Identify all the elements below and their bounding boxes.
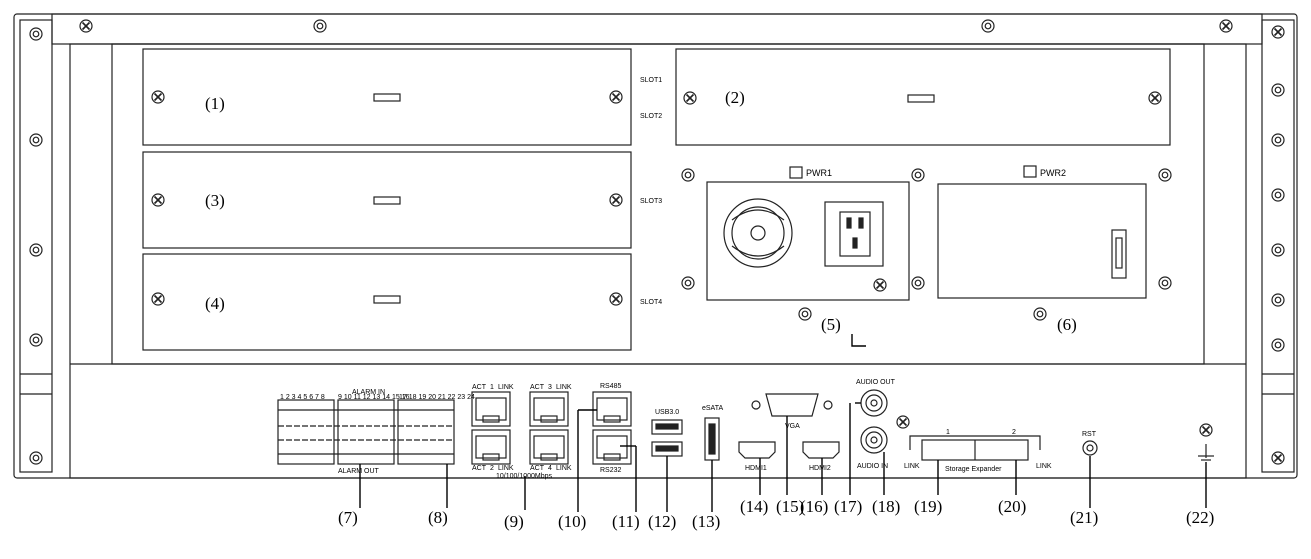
callout-15: (15) (776, 497, 804, 516)
alarm-in-numbers-b: 9 10 11 12 13 14 15 16 (338, 394, 410, 401)
power-supply-1[interactable] (706, 166, 910, 301)
lan-link-label-3: LINK (498, 465, 514, 472)
callout-16: (16) (800, 497, 828, 516)
callout-6: (6) (1057, 315, 1077, 334)
slot-card-3[interactable] (142, 151, 632, 249)
lan3-label: 3 (548, 384, 552, 391)
lan-link-label-4: LINK (556, 465, 572, 472)
usb-label: USB3.0 (655, 409, 679, 416)
callout-20: (20) (998, 497, 1026, 516)
usb-ports[interactable] (651, 419, 683, 457)
hdmi1-port[interactable] (738, 441, 776, 459)
callout-11: (11) (612, 512, 640, 531)
audio-in-jack[interactable] (860, 415, 910, 454)
alarm-out-label: ALARM OUT (338, 468, 380, 475)
hdmi1-label: HDMI1 (745, 465, 767, 472)
callout-leader-lines (359, 334, 1207, 512)
slot4-label: SLOT4 (640, 299, 662, 306)
lan4-label: 4 (548, 465, 552, 472)
storage-expander-ports[interactable] (909, 435, 1041, 461)
hdmi2-label: HDMI2 (809, 465, 831, 472)
vga-port[interactable] (751, 393, 833, 417)
esata-port[interactable] (704, 417, 720, 461)
callout-4: (4) (205, 294, 225, 313)
callout-12: (12) (648, 512, 676, 531)
storage-expander-label: Storage Expander (945, 466, 1002, 473)
lan1-label: 1 (490, 384, 494, 391)
rst-label: RST (1082, 431, 1097, 438)
storage-link-label-1: LINK (904, 463, 920, 470)
lan-link-label-2: LINK (556, 384, 572, 391)
lan-act-label-2: ACT (530, 384, 545, 391)
callout-13: (13) (692, 512, 720, 531)
audio-out-jack[interactable] (860, 389, 888, 417)
slot2-label: SLOT2 (640, 113, 662, 120)
lan-ports[interactable] (471, 391, 569, 465)
audio-out-label: AUDIO OUT (856, 379, 896, 386)
alarm-in-numbers-a: 1 2 3 4 5 6 7 8 (280, 394, 325, 401)
callout-9: (9) (504, 512, 524, 531)
lan-act-label-3: ACT (472, 465, 487, 472)
callout-5: (5) (821, 315, 841, 334)
ground-terminal[interactable] (1198, 423, 1214, 461)
storage-link-label-2: LINK (1036, 463, 1052, 470)
vga-label: VGA (785, 423, 800, 430)
slot-card-1[interactable] (142, 48, 632, 146)
callout-22: (22) (1186, 508, 1214, 527)
audio-in-label: AUDIO IN (857, 463, 888, 470)
storage-expander-2-label: 2 (1012, 429, 1016, 436)
rs485-port[interactable] (592, 391, 632, 427)
callout-19: (19) (914, 497, 942, 516)
chassis (13, 13, 1298, 479)
callout-2: (2) (725, 88, 745, 107)
callout-14: (14) (740, 497, 768, 516)
callout-7: (7) (338, 508, 358, 527)
panel-silkscreen: SLOT1 SLOT2 SLOT3 SLOT4 PWR1 PWR2 ALARM … (280, 77, 1097, 480)
callout-3: (3) (205, 191, 225, 210)
esata-label: eSATA (702, 405, 723, 412)
callout-1: (1) (205, 94, 225, 113)
storage-expander-1-label: 1 (946, 429, 950, 436)
rs232-label: RS232 (600, 467, 622, 474)
lan-act-label-4: ACT (530, 465, 545, 472)
callout-10: (10) (558, 512, 586, 531)
lan2-label: 2 (490, 465, 494, 472)
hdmi2-port[interactable] (802, 441, 840, 459)
lan-speed-label: 10/100/1000Mbps (496, 473, 553, 480)
pwr2-label: PWR2 (1040, 168, 1066, 178)
pwr1-label: PWR1 (806, 168, 832, 178)
slot1-label: SLOT1 (640, 77, 662, 84)
slot-card-4[interactable] (142, 253, 632, 351)
callout-18: (18) (872, 497, 900, 516)
rs232-port[interactable] (592, 429, 632, 465)
callout-8: (8) (428, 508, 448, 527)
callout-21: (21) (1070, 508, 1098, 527)
callout-17: (17) (834, 497, 862, 516)
rs485-label: RS485 (600, 383, 622, 390)
slot-card-2[interactable] (675, 48, 1171, 146)
reset-button[interactable] (1082, 440, 1098, 456)
alarm-in-label: ALARM IN (352, 389, 385, 396)
alarm-in-numbers-c: 17 18 19 20 21 22 23 24 (399, 394, 475, 401)
callout-labels: (1) (2) (3) (4) (5) (6) (7) (8) (9) (10)… (205, 88, 1214, 531)
lan-act-label-1: ACT (472, 384, 487, 391)
lan-link-label-1: LINK (498, 384, 514, 391)
slot3-label: SLOT3 (640, 198, 662, 205)
alarm-terminal-blocks[interactable] (277, 399, 455, 465)
power-supply-2[interactable] (937, 165, 1147, 299)
